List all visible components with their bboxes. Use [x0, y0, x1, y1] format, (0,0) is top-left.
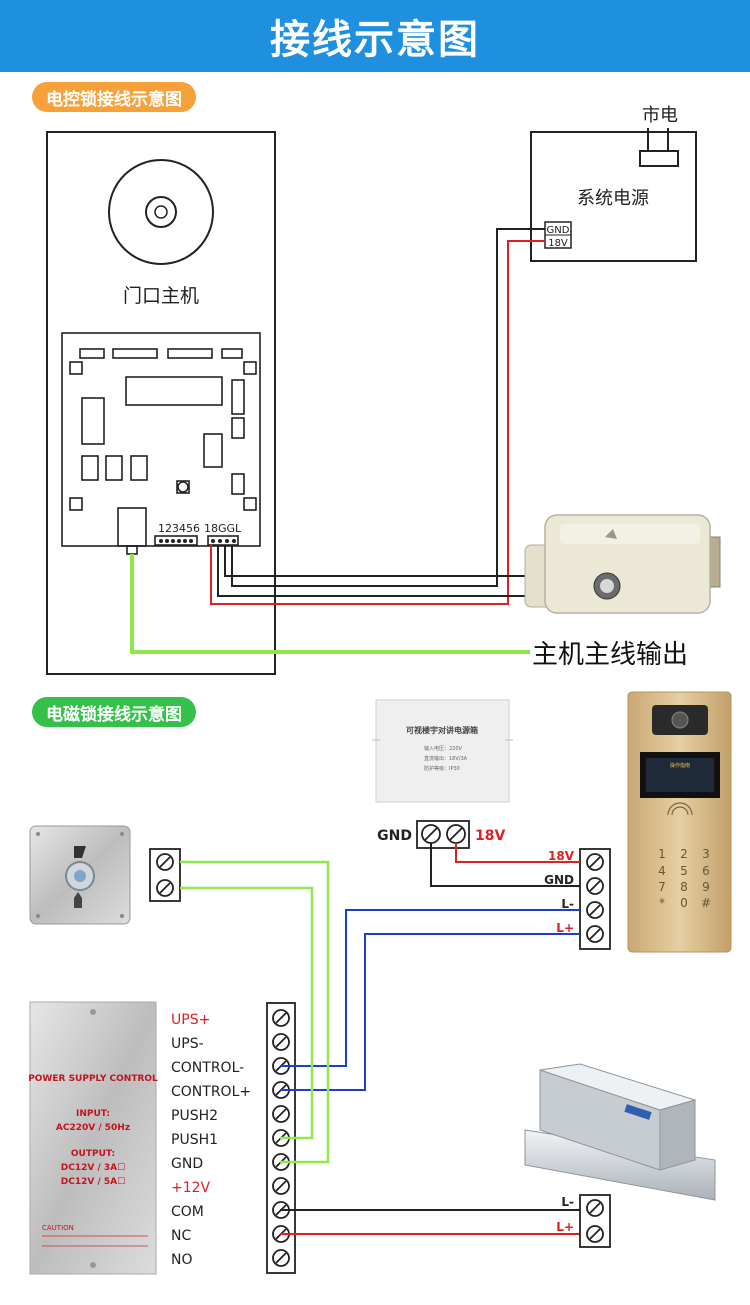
wire-main-output — [130, 554, 530, 654]
svg-text:L-: L- — [561, 1195, 574, 1209]
svg-text:+12V: +12V — [171, 1180, 211, 1196]
speaker-icon — [108, 159, 214, 265]
svg-text:UPS-: UPS- — [171, 1036, 204, 1052]
svg-text:4: 4 — [658, 864, 666, 878]
svg-text:L+: L+ — [556, 1220, 574, 1234]
intercom-power-box — [372, 699, 513, 803]
terminal-screw-slot — [275, 1012, 287, 1024]
svg-text:CONTROL+: CONTROL+ — [171, 1084, 251, 1100]
terminal-label-b: 18GGL — [204, 522, 242, 535]
control-box — [29, 1001, 157, 1275]
svg-text:AC220V / 50Hz: AC220V / 50Hz — [56, 1123, 130, 1133]
pcb-board — [61, 332, 261, 555]
wire-lock-2 — [224, 545, 535, 577]
wire-psu-18v — [455, 843, 580, 863]
svg-text:18V: 18V — [475, 828, 505, 844]
svg-text:*: * — [659, 896, 665, 910]
main-output-label: 主机主线输出 — [532, 640, 688, 670]
svg-text:PUSH1: PUSH1 — [171, 1132, 218, 1148]
wire-exit-gnd — [180, 860, 330, 1164]
svg-text:GND: GND — [544, 873, 574, 887]
wire-exit-push1 — [180, 886, 314, 1140]
svg-text:DC12V / 5A☐: DC12V / 5A☐ — [61, 1177, 125, 1187]
intercom-box-title: 可视楼宇对讲电源箱 — [406, 725, 478, 735]
svg-text:8: 8 — [680, 880, 688, 894]
svg-text:GND: GND — [377, 828, 412, 844]
host-outline — [46, 131, 276, 675]
wire-18v — [210, 240, 545, 605]
terminal-labels: UPS+ UPS- CONTROL- CONTROL+ PUSH2 PUSH1 … — [171, 1012, 251, 1268]
svg-text:DC12V / 3A☐: DC12V / 3A☐ — [61, 1163, 125, 1173]
svg-text:输入电压：220V: 输入电压：220V — [424, 745, 463, 752]
svg-text:GND: GND — [547, 225, 570, 236]
terminal-screw-slot — [275, 1252, 287, 1264]
svg-text:2: 2 — [680, 847, 688, 861]
svg-text:UPS+: UPS+ — [171, 1012, 210, 1028]
terminal-screw-slot — [275, 1180, 287, 1192]
power-plug-icon — [639, 150, 679, 167]
section1-label: 电控锁接线示意图 — [32, 82, 196, 112]
svg-text:L+: L+ — [556, 921, 574, 935]
svg-text:操作指南: 操作指南 — [670, 762, 690, 769]
terminal-screw-slot — [275, 1036, 287, 1048]
svg-text:7: 7 — [658, 880, 666, 894]
svg-text:NO: NO — [171, 1252, 193, 1268]
exit-button-icon — [29, 825, 131, 925]
control-box-brand: POWER SUPPLY CONTROL — [28, 1074, 158, 1084]
svg-text:CAUTION: CAUTION — [42, 1224, 74, 1232]
svg-text:#: # — [701, 896, 711, 910]
svg-text:9: 9 — [702, 880, 710, 894]
svg-text:3: 3 — [702, 847, 710, 861]
svg-text:5: 5 — [680, 864, 688, 878]
electric-lock-icon — [524, 514, 721, 614]
svg-text:直流输出：18V/3A: 直流输出：18V/3A — [424, 755, 468, 762]
svg-text:COM: COM — [171, 1204, 204, 1220]
city-power-label: 市电 — [642, 105, 678, 126]
svg-text:CONTROL-: CONTROL- — [171, 1060, 244, 1076]
svg-text:防护等级：IP30: 防护等级：IP30 — [424, 765, 460, 772]
svg-text:PUSH2: PUSH2 — [171, 1108, 218, 1124]
svg-text:GND: GND — [171, 1156, 203, 1172]
svg-text:18V: 18V — [548, 238, 568, 249]
svg-text:6: 6 — [702, 864, 710, 878]
power-supply-label: 系统电源 — [577, 188, 649, 209]
magnetic-lock-icon — [524, 1063, 716, 1201]
terminal-screw-slot — [275, 1108, 287, 1120]
svg-text:18V: 18V — [548, 849, 575, 863]
section2-label: 电磁锁接线示意图 — [32, 697, 196, 727]
host-label: 门口主机 — [123, 285, 199, 307]
wire-lock-1 — [217, 545, 535, 597]
wire-control-plus — [280, 933, 580, 1091]
svg-text:L-: L- — [561, 897, 574, 911]
page-title: 接线示意图 — [0, 0, 750, 72]
svg-text:1: 1 — [658, 847, 666, 861]
terminal-label-a: 123456 — [158, 522, 200, 535]
svg-text:OUTPUT:: OUTPUT: — [71, 1149, 115, 1159]
svg-text:0: 0 — [680, 896, 688, 910]
wire-psu-gnd — [430, 843, 580, 887]
svg-text:INPUT:: INPUT: — [76, 1109, 110, 1119]
svg-text:NC: NC — [171, 1228, 191, 1244]
wire-gnd — [231, 228, 545, 587]
door-station-icon: 操作指南 — [627, 691, 732, 953]
